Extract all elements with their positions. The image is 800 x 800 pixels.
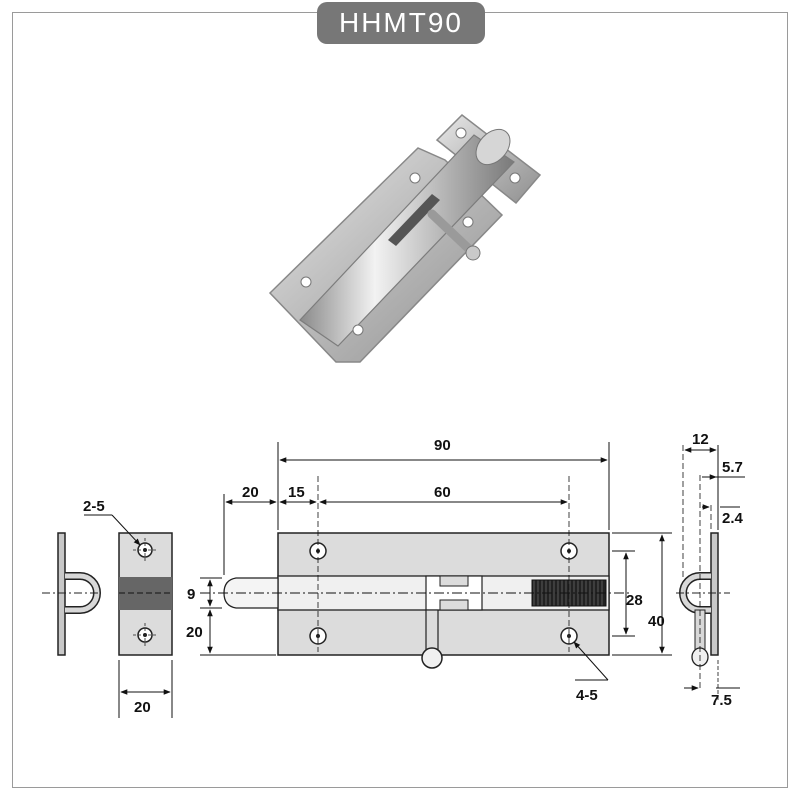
hole-row-spacing-label: 28 xyxy=(626,592,643,609)
bolt-extension-label: 20 xyxy=(242,484,259,501)
keeper-holes-label: 2-5 xyxy=(83,498,105,515)
profile-base-label: 7.5 xyxy=(711,692,732,709)
bolt-front-view: 90 20 15 60 9 20 28 40 4-5 xyxy=(186,437,672,704)
bolt-side-view: 12 5.7 2.4 7.5 xyxy=(676,431,745,709)
hole-spacing-label: 60 xyxy=(434,484,451,501)
plate-width-label: 40 xyxy=(648,613,665,630)
profile-offset-label: 5.7 xyxy=(722,459,743,476)
model-title: HHMT90 xyxy=(317,2,485,44)
keeper-width-label: 20 xyxy=(134,699,151,716)
hole-offset-label: 15 xyxy=(288,484,305,501)
product-illustration xyxy=(268,114,542,363)
bolt-diameter-label: 9 xyxy=(187,586,195,603)
plate-holes-label: 4-5 xyxy=(576,687,598,704)
profile-depth-label: 12 xyxy=(692,431,709,448)
bolt-height-label: 20 xyxy=(186,624,203,641)
keeper-side-view xyxy=(42,532,101,656)
keeper-front-view: 2-5 20 xyxy=(83,498,173,718)
overall-length-label: 90 xyxy=(434,437,451,454)
plate-thickness-label: 2.4 xyxy=(722,510,744,527)
